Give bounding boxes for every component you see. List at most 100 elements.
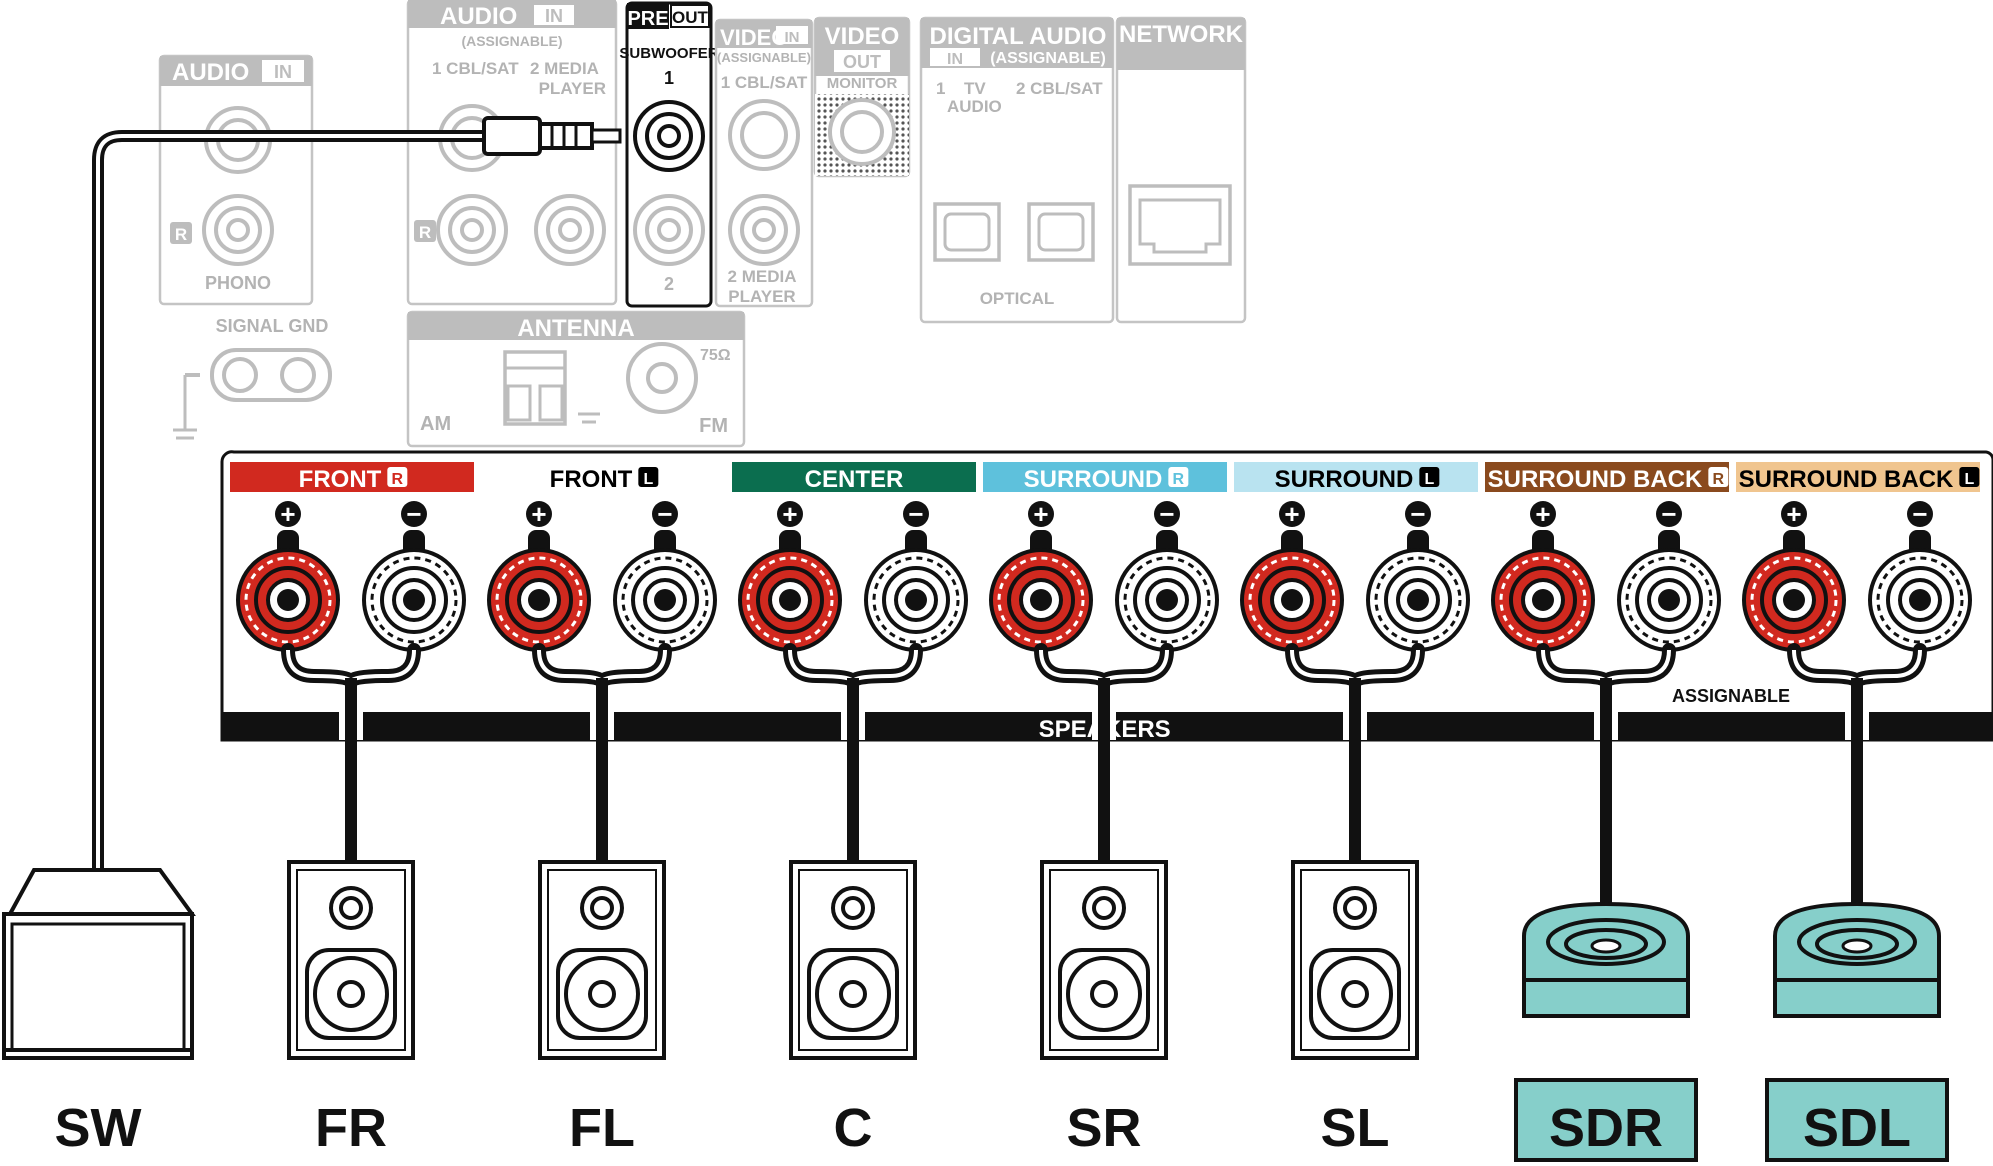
video-out-panel: VIDEO OUT MONITOR xyxy=(813,16,911,178)
plus-sign-center xyxy=(777,501,803,527)
speaker-surround-r xyxy=(1040,860,1168,1060)
channel-surround-l: SURROUND L + − xyxy=(1234,462,1478,652)
svg-text:−: − xyxy=(657,499,672,529)
assignable-label: ASSIGNABLE xyxy=(1672,686,1790,706)
plus-sign-surround-back-r xyxy=(1530,501,1556,527)
svg-text:1 CBL/SAT: 1 CBL/SAT xyxy=(721,73,808,92)
network-title: NETWORK xyxy=(1119,21,1244,48)
channel-header-front-r xyxy=(230,462,474,492)
svg-text:DIGITAL AUDIO: DIGITAL AUDIO xyxy=(930,23,1107,50)
plus-sign-front-l xyxy=(526,501,552,527)
svg-text:1: 1 xyxy=(936,79,945,98)
antenna-panel: ANTENNA AM 75Ω FM xyxy=(406,310,746,448)
fm-label: FM xyxy=(699,415,728,437)
speaker-label-sdl: SDL xyxy=(1803,1098,1911,1158)
audio-in-assignable-title: AUDIO xyxy=(440,3,517,30)
svg-text:−: − xyxy=(1661,499,1676,529)
plus-sign-surround-l xyxy=(1279,501,1305,527)
svg-text:PLAYER: PLAYER xyxy=(728,287,795,306)
subwoofer-label: SUBWOOFER xyxy=(619,45,718,62)
channel-side-badge-front-r xyxy=(387,467,408,487)
svg-text:−: − xyxy=(908,499,923,529)
channel-side-front-l: L xyxy=(643,471,653,488)
positive-terminal-surround-back-l xyxy=(1742,548,1846,652)
channel-label-surround-back-l: SURROUND BACK xyxy=(1739,466,1954,493)
channel-side-surround-l: L xyxy=(1424,471,1434,488)
subwoofer-jack-2 xyxy=(633,194,705,266)
speaker-label-fl: FL xyxy=(569,1098,635,1158)
speaker-label-c: C xyxy=(834,1098,873,1158)
svg-text:OUT: OUT xyxy=(843,52,881,72)
positive-terminal-front-l xyxy=(487,548,591,652)
audio-in-r-label: R xyxy=(175,225,187,244)
speaker-label-sdr: SDR xyxy=(1549,1098,1663,1158)
speaker-label-sl: SL xyxy=(1320,1098,1389,1158)
video-in-panel: VIDEO IN (ASSIGNABLE) 1 CBL/SAT 2 MEDIA … xyxy=(714,18,814,308)
svg-text:(ASSIGNABLE): (ASSIGNABLE) xyxy=(717,50,811,65)
speaker-front-l xyxy=(538,860,666,1060)
channel-side-badge-surround-back-r xyxy=(1708,467,1729,487)
positive-terminal-surround-back-r xyxy=(1491,548,1595,652)
pre-out-panel: PRE OUT SUBWOOFER 1 2 xyxy=(619,1,719,308)
speaker-surround-l xyxy=(1291,860,1419,1060)
audio-in-badge: IN xyxy=(274,62,292,82)
svg-text:+: + xyxy=(1284,499,1299,529)
svg-text:−: − xyxy=(406,499,421,529)
svg-text:2: 2 xyxy=(664,274,674,294)
am-label: AM xyxy=(420,413,451,435)
speaker-label-sw: SW xyxy=(55,1098,142,1158)
svg-text:+: + xyxy=(1786,499,1801,529)
am-terminal xyxy=(503,350,567,426)
rca-plug xyxy=(482,116,622,156)
svg-text:OPTICAL: OPTICAL xyxy=(980,289,1055,308)
svg-text:IN: IN xyxy=(785,29,800,46)
svg-text:−: − xyxy=(1912,499,1927,529)
audio-in-panel: AUDIO IN R PHONO xyxy=(158,54,314,306)
channel-label-surround-r: SURROUND xyxy=(1024,466,1163,493)
svg-text:1 CBL/SAT: 1 CBL/SAT xyxy=(432,59,519,78)
svg-text:AUDIO: AUDIO xyxy=(947,97,1002,116)
subwoofer-cable xyxy=(92,116,622,870)
channel-header-surround-back-l xyxy=(1736,462,1980,492)
minus-sign-surround-r xyxy=(1154,501,1180,527)
antenna-title: ANTENNA xyxy=(517,315,634,342)
subwoofer-jack-1 xyxy=(633,100,705,172)
svg-text:+: + xyxy=(782,499,797,529)
network-port xyxy=(1128,184,1232,266)
channel-side-badge-front-l xyxy=(638,467,659,487)
channel-label-surround-back-r: SURROUND BACK xyxy=(1488,466,1703,493)
svg-text:R: R xyxy=(419,223,431,242)
svg-text:−: − xyxy=(1410,499,1425,529)
negative-terminal-front-r xyxy=(362,548,466,652)
negative-terminal-surround-back-r xyxy=(1617,548,1721,652)
svg-text:IN: IN xyxy=(545,6,563,26)
minus-sign-surround-l xyxy=(1405,501,1431,527)
channel-side-front-r: R xyxy=(392,471,404,488)
signal-gnd-terminal xyxy=(173,348,332,440)
svg-text:(ASSIGNABLE): (ASSIGNABLE) xyxy=(461,33,562,49)
svg-text:+: + xyxy=(531,499,546,529)
channel-side-surround-back-r: R xyxy=(1713,471,1725,488)
svg-text:IN: IN xyxy=(947,51,963,68)
channel-label-surround-l: SURROUND xyxy=(1275,466,1414,493)
channel-header-surround-back-r xyxy=(1485,462,1729,492)
svg-text:PLAYER: PLAYER xyxy=(539,79,606,98)
speaker-label-box-sdr xyxy=(1514,1078,1698,1162)
negative-terminal-surround-back-l xyxy=(1868,548,1972,652)
svg-text:+: + xyxy=(1033,499,1048,529)
channel-side-badge-surround-back-l xyxy=(1959,467,1980,487)
svg-text:1: 1 xyxy=(664,68,674,88)
pre-out-title: PRE xyxy=(627,8,668,30)
negative-terminal-surround-l xyxy=(1366,548,1470,652)
svg-text:+: + xyxy=(280,499,295,529)
svg-text:VIDEO: VIDEO xyxy=(825,23,900,50)
phono-label: PHONO xyxy=(205,273,271,293)
audio-in-title: AUDIO xyxy=(172,59,249,86)
negative-terminal-front-l xyxy=(613,548,717,652)
svg-text:2 CBL/SAT: 2 CBL/SAT xyxy=(1016,79,1103,98)
